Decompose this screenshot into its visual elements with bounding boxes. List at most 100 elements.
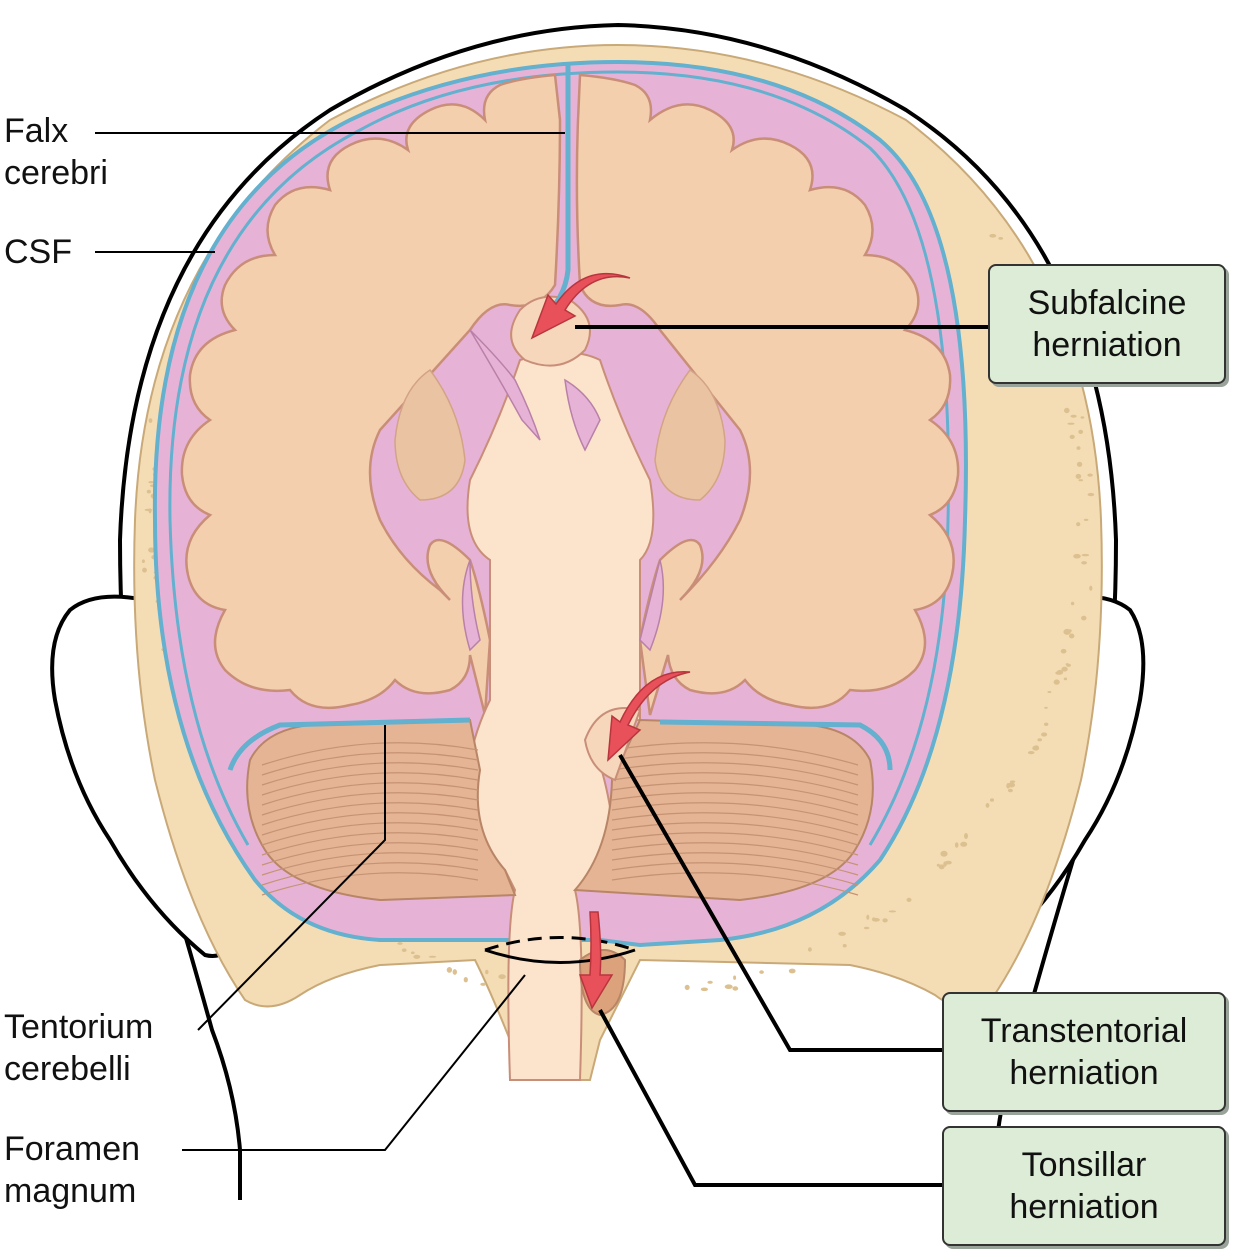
bone-pore	[985, 803, 990, 808]
leader-lines	[95, 132, 565, 1151]
bone-pore	[1053, 679, 1060, 685]
folium-line	[261, 752, 479, 776]
bone-pore	[410, 951, 415, 955]
bone-pore	[1076, 461, 1083, 467]
subfalcine-arrow	[530, 272, 631, 340]
bone-pore	[807, 947, 812, 952]
bone-pore	[944, 860, 952, 865]
bone-pore	[1078, 479, 1084, 482]
bone-pore	[148, 481, 155, 484]
folium-line	[261, 742, 479, 766]
bone-pore	[989, 798, 995, 802]
bone-pore	[1027, 751, 1035, 755]
bone-pore	[498, 974, 506, 980]
box-tonsillar-herniation: Tonsillar herniation	[942, 1126, 1226, 1246]
cerebellar-folia	[261, 742, 859, 896]
folium-line	[261, 762, 479, 786]
bone-pore	[1073, 553, 1081, 559]
bone-pore	[452, 969, 457, 975]
folium-line	[261, 772, 479, 796]
bone-pore	[940, 850, 948, 857]
herniation-arrows	[530, 272, 691, 1010]
bone-pore	[148, 508, 152, 514]
ventricles	[461, 329, 665, 652]
bone-pore	[1070, 414, 1077, 418]
folium-line	[611, 822, 859, 846]
bone-pore	[1076, 522, 1081, 527]
bone-pore	[684, 984, 690, 991]
basal-ganglia	[394, 368, 726, 501]
bone-pore	[1087, 492, 1095, 497]
tonsillar-leader	[598, 1009, 942, 1187]
folium-line	[611, 752, 859, 776]
bone-pore	[397, 942, 403, 945]
folium-line	[261, 782, 479, 806]
bone-pore	[1037, 738, 1042, 742]
bone-pore	[863, 926, 870, 930]
bone-pore	[1009, 780, 1016, 783]
bone-pore	[142, 567, 147, 573]
meninges	[168, 70, 950, 846]
bone-pore	[700, 987, 709, 992]
bone-pore	[1081, 615, 1087, 621]
bone-pore	[938, 864, 945, 870]
folium-line	[261, 862, 479, 886]
folium-line	[611, 762, 859, 786]
cerebrum	[180, 73, 960, 716]
bone-pore	[1064, 407, 1070, 414]
bone-pore	[446, 967, 453, 973]
box-subfalcine-herniation: Subfalcine herniation	[988, 264, 1226, 384]
bone-pore	[1065, 663, 1069, 666]
bone-pore	[1087, 473, 1093, 477]
bone-pore	[1081, 561, 1087, 565]
folium-line	[611, 772, 859, 796]
tentorium-leader	[197, 725, 386, 1031]
bone-pore	[141, 559, 145, 563]
label-tentorium-cerebelli: Tentorium cerebelli	[4, 1008, 154, 1088]
folium-line	[261, 822, 479, 846]
bone-pore	[888, 910, 897, 913]
bone-pore	[1056, 669, 1064, 675]
bone-pore	[989, 233, 997, 238]
bone-pore	[1061, 666, 1068, 672]
bone-pore	[954, 842, 959, 848]
bone-pore	[1078, 429, 1084, 434]
bone-pore	[1070, 601, 1075, 606]
folium-line	[261, 852, 479, 876]
folium-line	[611, 842, 859, 866]
bone-pore	[1076, 446, 1081, 450]
bone-pore	[788, 968, 796, 974]
bone-pore	[1069, 633, 1075, 639]
folium-line	[611, 872, 859, 896]
bone-pore	[146, 489, 151, 494]
brainstem	[463, 351, 655, 1081]
bone-pore	[1060, 648, 1067, 654]
folium-line	[261, 832, 479, 856]
bone-pore	[866, 914, 870, 920]
bone-pore	[964, 833, 968, 839]
bone-pore	[413, 954, 421, 959]
bone-pore	[1007, 782, 1016, 788]
bone-pore	[960, 841, 968, 847]
folium-line	[261, 802, 479, 826]
bone-pore	[1075, 473, 1082, 479]
bone-pore	[842, 944, 847, 948]
bone-pore	[1069, 434, 1075, 439]
label-falx-cerebri: Falx cerebri	[4, 112, 108, 192]
bone-pore	[463, 977, 468, 983]
folium-line	[611, 852, 859, 876]
folium-line	[261, 842, 479, 866]
bone-pore	[733, 975, 737, 980]
bone-pore	[1080, 416, 1085, 419]
bone-pore	[1047, 691, 1052, 693]
bone-pore	[480, 982, 487, 986]
bone-pore	[732, 986, 739, 991]
left-hemisphere	[180, 73, 562, 716]
bone-pore	[1063, 677, 1068, 681]
right-hemisphere	[575, 73, 960, 716]
bone-pore	[485, 969, 489, 975]
bone-pore	[707, 980, 713, 984]
herniation-leaders	[575, 325, 988, 1187]
foramen-leader	[182, 974, 526, 1151]
box-transtentorial-herniation: Transtentorial herniation	[942, 992, 1226, 1112]
